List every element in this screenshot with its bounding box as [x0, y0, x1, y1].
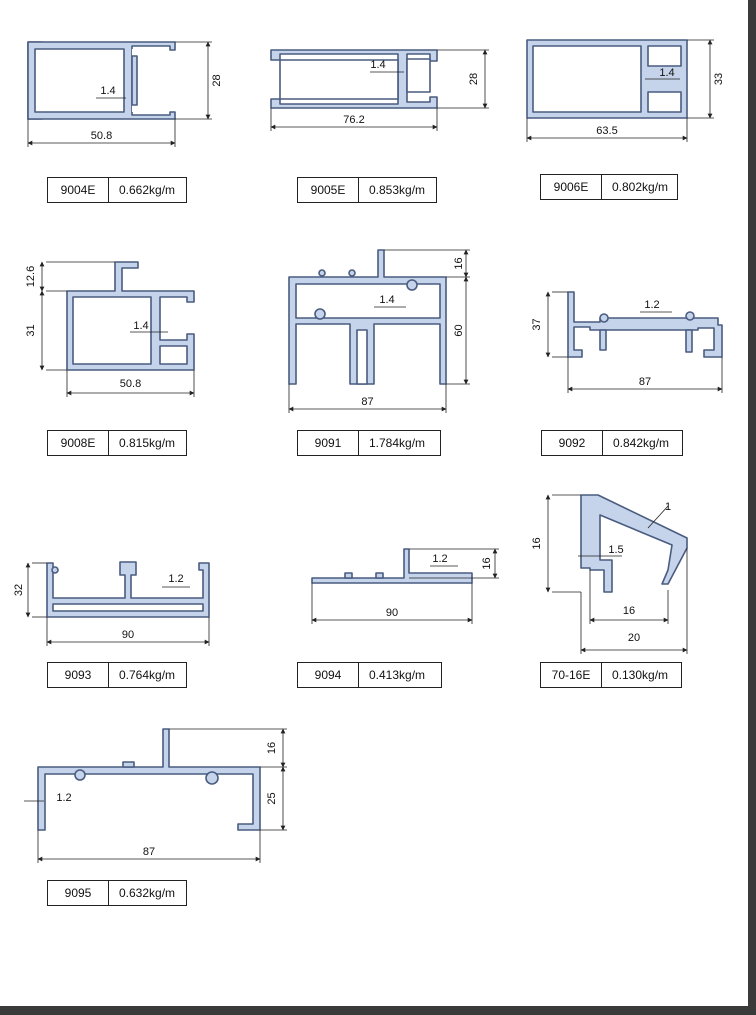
height-label: 32: [13, 584, 25, 596]
top-dimension-label: 16: [266, 742, 278, 754]
lip-label: 1: [665, 501, 671, 513]
profile-9004E-section: [27, 41, 176, 120]
wall-label: 1.5: [608, 544, 623, 556]
wall-label: 1.2: [432, 553, 447, 565]
top-dimension-label: 16: [453, 257, 465, 269]
wall-label: 1.2: [168, 573, 183, 585]
width-label: 63.5: [596, 125, 617, 137]
wall-label: 1.4: [379, 294, 394, 306]
profile-9092-section: [567, 291, 723, 358]
profile-label-9005E: 9005E 0.853kg/m: [297, 177, 437, 203]
profile-label-9094: 9094 0.413kg/m: [297, 662, 442, 688]
profile-weight: 0.842kg/m: [613, 436, 670, 450]
profile-9006E-section: [526, 39, 688, 119]
profile-code: 70-16E: [541, 663, 602, 687]
wall-label: 1.2: [56, 792, 71, 804]
profile-label-9006E: 9006E 0.802kg/m: [540, 174, 678, 200]
profile-code: 9091: [298, 431, 359, 455]
profile-9094-section: [311, 548, 473, 584]
profile-label-70-16E: 70-16E 0.130kg/m: [540, 662, 682, 688]
profile-weight: 0.662kg/m: [119, 183, 176, 197]
profile-label-9008E: 9008E 0.815kg/m: [47, 430, 187, 456]
wall-label: 1.4: [370, 59, 385, 71]
width-label: 20: [628, 632, 640, 644]
wall-label: 1.4: [659, 67, 674, 79]
profile-9091-section: [288, 249, 447, 385]
top-dimension-label: 12.6: [25, 266, 37, 287]
width-label: 50.8: [91, 130, 112, 142]
width-label: 90: [386, 607, 398, 619]
lip-leader: [647, 505, 669, 529]
profile-label-9092: 9092 0.842kg/m: [541, 430, 683, 456]
profile-70-16E-section: [580, 494, 688, 593]
profile-weight: 0.130kg/m: [612, 668, 669, 682]
height-label: 60: [453, 324, 465, 336]
profile-code: 9008E: [48, 431, 109, 455]
width-label: 90: [122, 629, 134, 641]
profile-9008E-section: [66, 261, 195, 371]
profile-weight: 0.815kg/m: [119, 436, 176, 450]
profile-code: 9005E: [298, 178, 359, 202]
height-label: 37: [531, 318, 543, 330]
profile-weight: 0.632kg/m: [119, 886, 176, 900]
profile-code: 9093: [48, 663, 109, 687]
wall-label: 1.2: [644, 299, 659, 311]
height-label: 31: [25, 324, 37, 336]
height-label: 16: [481, 557, 493, 569]
width-label: 87: [639, 376, 651, 388]
profile-code: 9094: [298, 663, 359, 687]
profile-weight: 0.413kg/m: [369, 668, 426, 682]
profile-label-9004E: 9004E 0.662kg/m: [47, 177, 187, 203]
profile-weight: 1.784kg/m: [369, 436, 426, 450]
width-label: 76.2: [343, 114, 364, 126]
width-label: 87: [361, 396, 373, 408]
profile-9095-section: [37, 728, 261, 831]
height-label: 33: [713, 73, 725, 85]
profile-9005E-section: [270, 49, 438, 109]
profile-weight: 0.853kg/m: [369, 183, 426, 197]
profile-code: 9006E: [541, 175, 602, 199]
profile-code: 9092: [542, 431, 603, 455]
height-label: 28: [211, 74, 223, 86]
profile-9093-section: [46, 561, 210, 618]
profile-weight: 0.802kg/m: [612, 180, 669, 194]
width-label: 50.8: [120, 378, 141, 390]
inner-width-label: 16: [623, 605, 635, 617]
profile-label-9095: 9095 0.632kg/m: [47, 880, 187, 906]
height-label: 25: [266, 792, 278, 804]
profile-code: 9095: [48, 881, 109, 905]
profile-label-9091: 9091 1.784kg/m: [297, 430, 441, 456]
width-label: 87: [143, 846, 155, 858]
profile-weight: 0.764kg/m: [119, 668, 176, 682]
profile-label-9093: 9093 0.764kg/m: [47, 662, 187, 688]
profile-code: 9004E: [48, 178, 109, 202]
wall-label: 1.4: [100, 85, 115, 97]
wall-label: 1.4: [133, 320, 148, 332]
height-label: 16: [531, 537, 543, 549]
height-label: 28: [468, 73, 480, 85]
